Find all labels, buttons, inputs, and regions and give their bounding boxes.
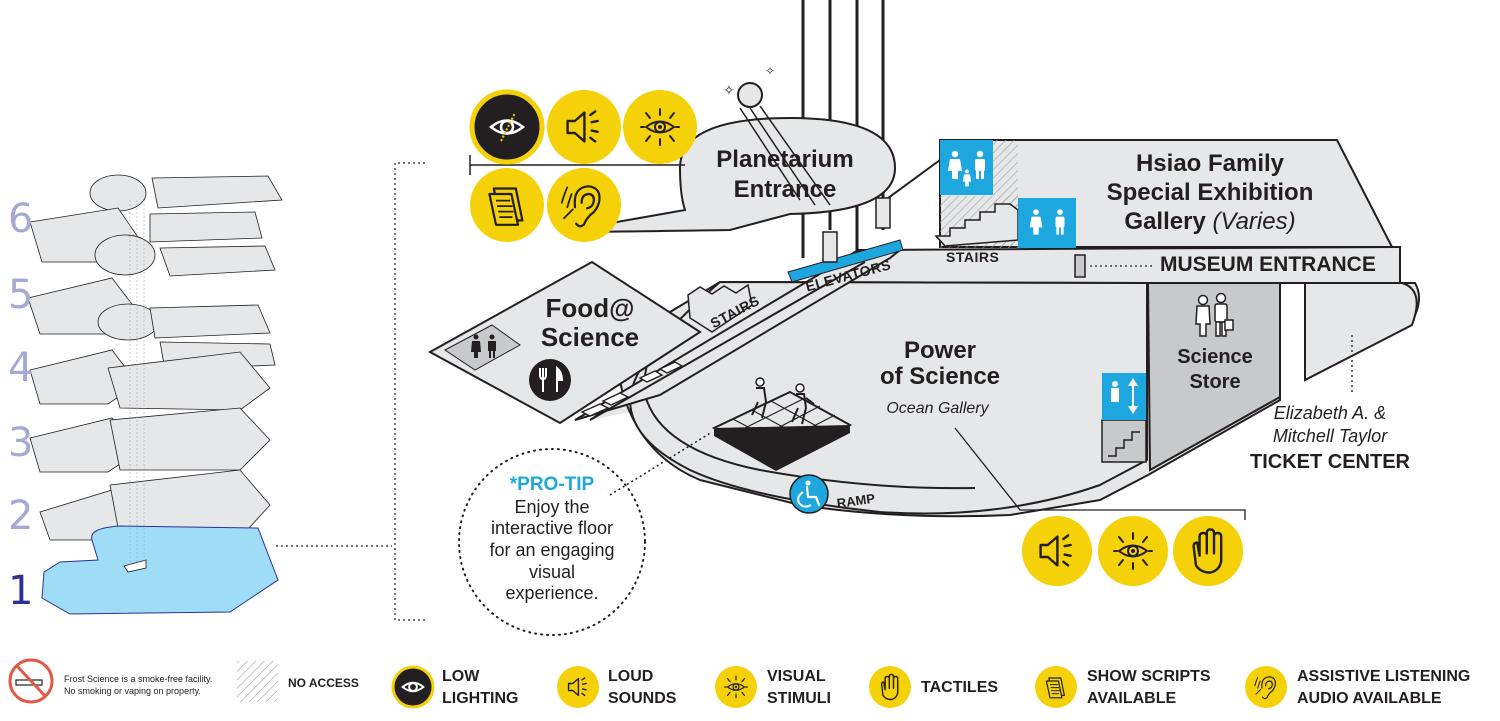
dining-icon: [529, 359, 571, 401]
elevator-bar: [787, 239, 904, 283]
current-floor-shape: [41, 525, 279, 615]
floor-stack: [27, 174, 283, 615]
legend-no-access: NO ACCESS: [288, 676, 359, 690]
food-science-shape: [427, 260, 702, 425]
ticket-center-shape: [1304, 282, 1418, 382]
wheelchair-icon: [789, 474, 829, 514]
floor-number-4[interactable]: 4: [8, 345, 34, 391]
floor-number-2[interactable]: 2: [8, 493, 34, 539]
protip-title: *PRO-TIP: [509, 474, 595, 495]
svg-text:✧: ✧: [765, 64, 775, 78]
low-lighting-icon: [391, 665, 435, 709]
no-smoking-icon: [8, 658, 54, 704]
gallery-icons: [1022, 516, 1243, 586]
floor-number-3[interactable]: 3: [8, 420, 34, 466]
food-science-label: Food@ Science: [540, 293, 640, 352]
svg-text:✧: ✧: [723, 82, 735, 98]
no-access-swatch: [237, 661, 278, 702]
benches: [580, 361, 684, 417]
hsiao-gallery-label: Hsiao Family Special Exhibition Gallery …: [1106, 150, 1314, 235]
assistive-listening-icon: [1245, 666, 1287, 708]
protip-bubble: [458, 448, 646, 636]
protip-text: *PRO-TIP Enjoy the interactive floor for…: [462, 474, 642, 605]
legend-tactiles: TACTILES: [921, 679, 999, 696]
stairs-top-label: STAIRS: [946, 249, 1000, 265]
legend: [8, 658, 1287, 709]
planetarium-label: Planetarium Entrance: [716, 146, 854, 204]
smoke-free-notice: Frost Science is a smoke-free facility. …: [64, 674, 213, 697]
science-store-label: Science Store: [1177, 346, 1253, 393]
elevator-icon: [1102, 373, 1146, 420]
floor-stack-elevator-lines: [129, 200, 145, 565]
planetarium-icons: [469, 89, 697, 242]
museum-entrance-label[interactable]: MUSEUM ENTRANCE: [1160, 253, 1376, 276]
power-of-science-label: Power of Science: [879, 337, 1001, 391]
restroom-icon: [940, 140, 993, 195]
ticket-center-label: Elizabeth A. & Mitchell Taylor TICKET CE…: [1250, 403, 1410, 473]
floor-number-5[interactable]: 5: [8, 272, 34, 318]
ocean-gallery-label: Ocean Gallery: [886, 400, 989, 417]
family-restroom-icon: [1018, 198, 1076, 248]
store-family-icon: [1195, 292, 1234, 337]
floor-number-6[interactable]: 6: [8, 196, 34, 242]
low-lighting-icon: [469, 89, 545, 165]
assistive-listening-icon: [547, 168, 621, 242]
food-restroom-icon: [471, 334, 496, 358]
science-store-shape: [1146, 282, 1281, 472]
meteor-icon: ✧ ✧: [723, 64, 831, 206]
callout-connector: [276, 162, 425, 621]
interactive-floor: [711, 377, 853, 471]
floor-number-1-current[interactable]: 1: [8, 568, 34, 614]
stairs-food: [687, 283, 753, 333]
